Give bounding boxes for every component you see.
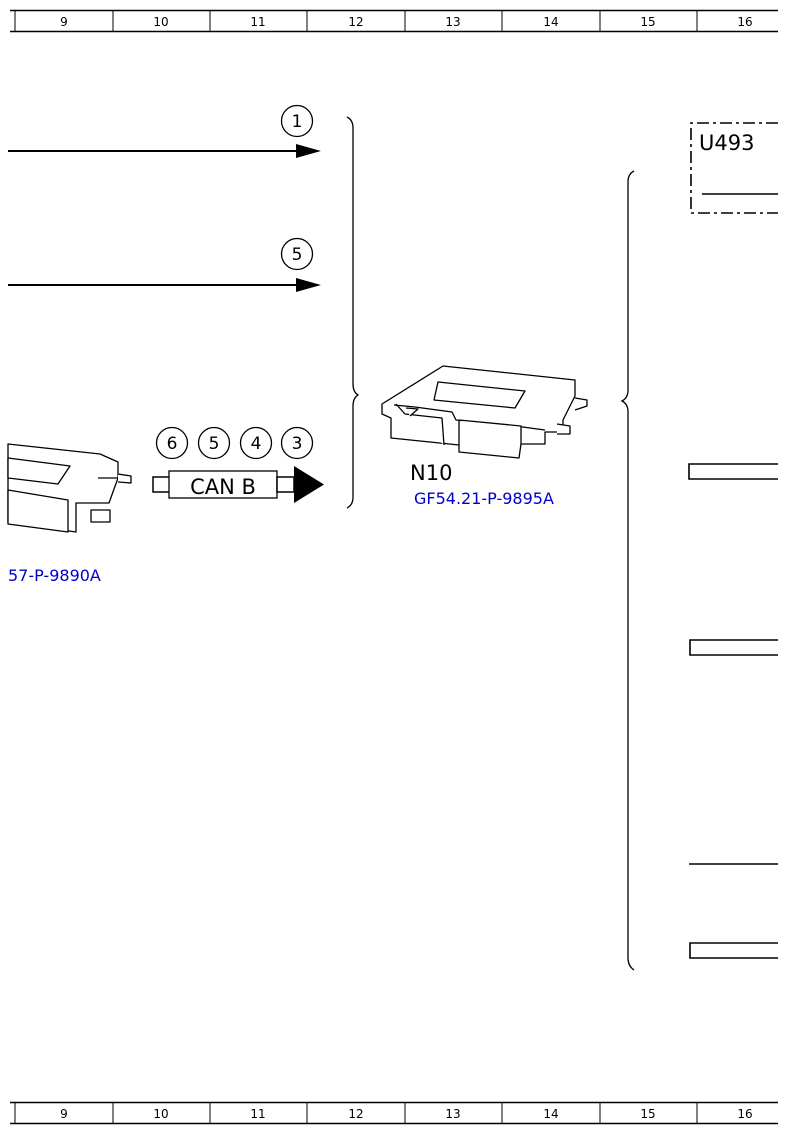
bottom-ruler-label: 9 [60, 1107, 68, 1121]
top-ruler-label: 10 [153, 15, 168, 29]
top-ruler-label: 15 [640, 15, 655, 29]
can-bubble-6 [155, 426, 189, 460]
bottom-ruler-labels: 9 10 11 12 13 14 15 16 [60, 1107, 752, 1121]
can-bubble-3 [280, 426, 314, 460]
bubble-1 [280, 104, 314, 138]
top-ruler-labels: 9 10 11 12 13 14 15 16 [60, 15, 752, 29]
n10-reference-link[interactable]: GF54.21-P-9895A [414, 489, 554, 508]
bottom-ruler-label: 14 [543, 1107, 558, 1121]
u493-component-box[interactable]: U493 [690, 122, 778, 214]
u493-box-outline [690, 122, 778, 214]
right-brace [620, 170, 635, 971]
can-bus-label: CAN B [190, 475, 256, 499]
can-bus-bubbles: 6 5 4 3 [155, 426, 314, 460]
top-ruler-label: 13 [445, 15, 460, 29]
can-bubble-5 [197, 426, 231, 460]
u493-label: U493 [699, 131, 754, 155]
arrow-5-head-icon [296, 278, 321, 292]
can-bubble-4 [239, 426, 273, 460]
can-b-bus-arrow[interactable]: CAN B [152, 466, 324, 503]
bottom-ruler-label: 10 [153, 1107, 168, 1121]
connector-stub-1[interactable] [688, 463, 778, 480]
can-bubble-4-label: 4 [251, 434, 262, 454]
can-bus-arrow-head-icon [294, 466, 324, 503]
can-bus-label-box [168, 470, 278, 499]
arrow-1-head-icon [296, 144, 321, 158]
signal-arrow-1[interactable]: 1 [8, 104, 321, 159]
right-connectors [688, 463, 778, 959]
n10-label: N10 [410, 461, 452, 485]
can-bubble-3-label: 3 [292, 434, 303, 454]
left-module-reference-link[interactable]: 57-P-9890A [8, 566, 101, 585]
connector-stub-4[interactable] [689, 942, 778, 959]
left-control-unit-icon [7, 443, 132, 533]
bubble-1-label: 1 [292, 112, 303, 132]
bottom-ruler [10, 1101, 778, 1125]
bottom-ruler-label: 11 [250, 1107, 265, 1121]
bubble-5 [280, 237, 314, 271]
signal-arrow-5[interactable]: 5 [8, 237, 321, 293]
can-bus-neck [276, 476, 295, 493]
top-ruler-label: 11 [250, 15, 265, 29]
left-brace [346, 116, 360, 509]
top-ruler-label: 14 [543, 15, 558, 29]
top-ruler-label: 16 [737, 15, 752, 29]
can-bubble-5-label: 5 [209, 434, 220, 454]
can-bubble-6-label: 6 [167, 434, 178, 454]
can-bus-tail [152, 476, 171, 493]
bottom-ruler-label: 13 [445, 1107, 460, 1121]
n10-control-unit-icon[interactable] [381, 365, 588, 459]
top-ruler [10, 9, 778, 33]
bubble-5-label: 5 [292, 245, 303, 265]
bottom-ruler-label: 15 [640, 1107, 655, 1121]
top-ruler-label: 9 [60, 15, 68, 29]
connector-stub-2[interactable] [689, 639, 778, 656]
top-ruler-label: 12 [348, 15, 363, 29]
bottom-ruler-label: 12 [348, 1107, 363, 1121]
bottom-ruler-label: 16 [737, 1107, 752, 1121]
